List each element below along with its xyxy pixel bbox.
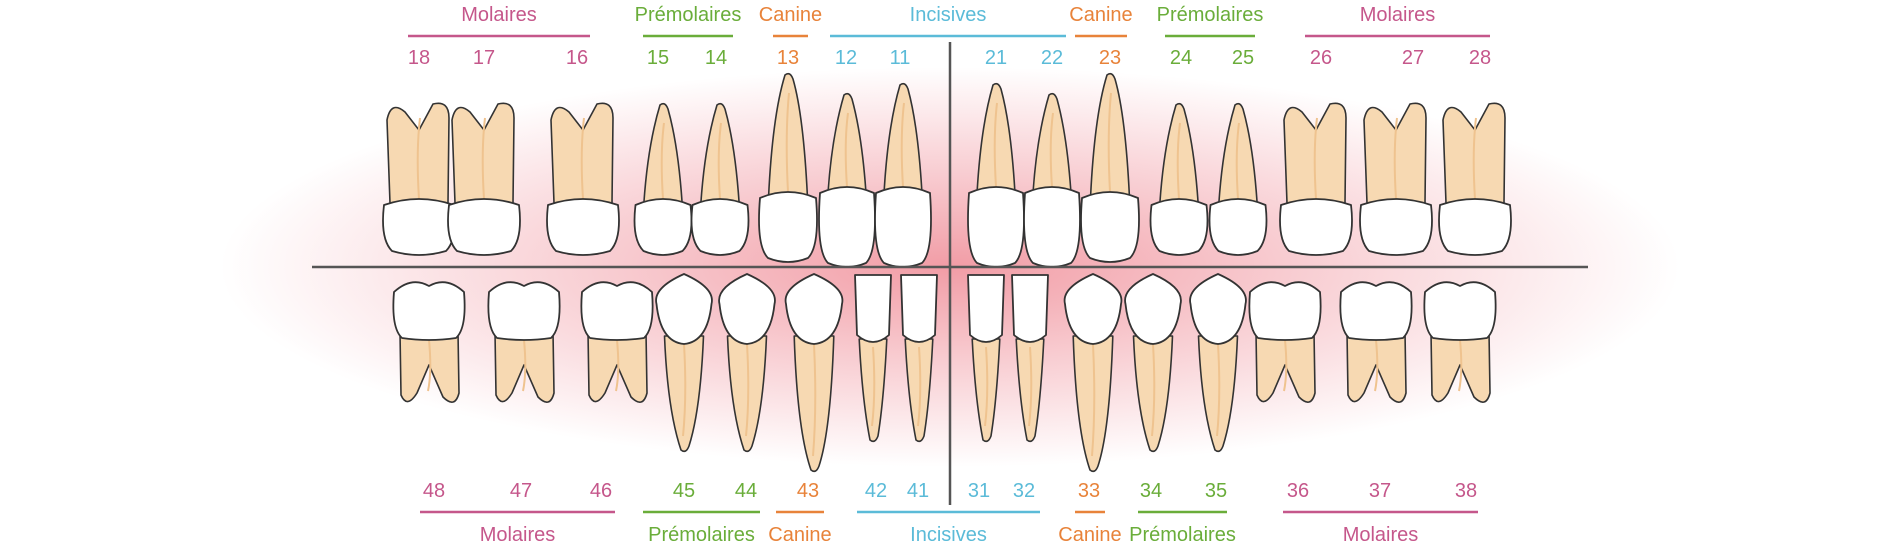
upper-tooth xyxy=(1208,102,1268,256)
upper-tooth xyxy=(967,82,1025,268)
lower-tooth-number: 37 xyxy=(1369,480,1391,502)
lower-group-label: Canine xyxy=(1058,524,1121,546)
lower-tooth-number: 48 xyxy=(423,480,445,502)
lower-tooth-number: 38 xyxy=(1455,480,1477,502)
upper-tooth-number: 22 xyxy=(1041,47,1063,69)
upper-tooth xyxy=(1279,102,1353,256)
lower-tooth-number: 33 xyxy=(1078,480,1100,502)
upper-tooth-number: 12 xyxy=(835,47,857,69)
upper-tooth xyxy=(758,72,818,263)
lower-tooth xyxy=(718,273,776,453)
lower-tooth xyxy=(967,274,1005,443)
upper-tooth-number: 11 xyxy=(890,47,911,69)
upper-tooth-number: 28 xyxy=(1469,47,1491,69)
upper-tooth-number: 14 xyxy=(705,47,727,69)
upper-tooth-number: 15 xyxy=(647,47,669,69)
upper-tooth-number: 26 xyxy=(1310,47,1332,69)
upper-group-label: Canine xyxy=(759,4,822,26)
upper-tooth xyxy=(1080,72,1140,263)
lower-tooth xyxy=(854,274,892,443)
upper-tooth-number: 27 xyxy=(1402,47,1424,69)
lower-tooth xyxy=(784,273,844,473)
lower-tooth-number: 31 xyxy=(968,480,990,502)
lower-group-label: Canine xyxy=(768,524,831,546)
lower-tooth xyxy=(1248,281,1322,403)
lower-tooth-number: 35 xyxy=(1205,480,1227,502)
upper-tooth-number: 17 xyxy=(473,47,495,69)
upper-tooth xyxy=(546,102,620,256)
lower-tooth xyxy=(1423,281,1497,403)
lower-tooth-number: 46 xyxy=(590,480,612,502)
lower-tooth xyxy=(1339,281,1413,403)
upper-tooth-number: 24 xyxy=(1170,47,1192,69)
lower-group-label: Molaires xyxy=(1343,524,1419,546)
upper-tooth xyxy=(633,102,693,256)
upper-tooth xyxy=(1149,102,1209,256)
upper-tooth-number: 23 xyxy=(1099,47,1121,69)
lower-tooth xyxy=(392,281,466,403)
upper-group-label: Prémolaires xyxy=(635,4,742,26)
upper-group-label: Incisives xyxy=(910,4,987,26)
lower-tooth xyxy=(1063,273,1123,473)
upper-tooth xyxy=(447,102,521,256)
lower-tooth-number: 43 xyxy=(797,480,819,502)
lower-tooth xyxy=(580,281,654,403)
lower-group-label: Prémolaires xyxy=(1129,524,1236,546)
upper-group-label: Molaires xyxy=(461,4,537,26)
upper-tooth xyxy=(874,82,932,268)
upper-tooth-number: 25 xyxy=(1232,47,1254,69)
lower-tooth-number: 44 xyxy=(735,480,757,502)
lower-tooth-number: 41 xyxy=(907,480,929,502)
lower-group-label: Incisives xyxy=(910,524,987,546)
upper-tooth-number: 16 xyxy=(566,47,588,69)
upper-group-label: Molaires xyxy=(1360,4,1436,26)
upper-tooth xyxy=(1023,92,1081,268)
upper-group-label: Prémolaires xyxy=(1157,4,1264,26)
upper-tooth-number: 21 xyxy=(985,47,1007,69)
upper-tooth-number: 13 xyxy=(777,47,799,69)
lower-tooth xyxy=(487,281,561,403)
upper-tooth-number: 18 xyxy=(408,47,430,69)
lower-tooth xyxy=(1011,274,1049,443)
upper-tooth xyxy=(690,102,750,256)
lower-tooth-number: 34 xyxy=(1140,480,1162,502)
lower-tooth xyxy=(1189,273,1247,453)
lower-tooth-number: 32 xyxy=(1013,480,1035,502)
upper-tooth xyxy=(818,92,876,268)
lower-tooth-number: 47 xyxy=(510,480,532,502)
lower-tooth-number: 42 xyxy=(865,480,887,502)
upper-tooth xyxy=(382,102,456,256)
lower-group-label: Prémolaires xyxy=(648,524,755,546)
upper-group-label: Canine xyxy=(1069,4,1132,26)
lower-tooth xyxy=(900,274,938,443)
lower-tooth xyxy=(1124,273,1182,453)
upper-tooth xyxy=(1359,102,1433,256)
lower-group-label: Molaires xyxy=(480,524,556,546)
lower-tooth-number: 36 xyxy=(1287,480,1309,502)
lower-tooth xyxy=(655,273,713,453)
upper-tooth xyxy=(1438,102,1512,256)
lower-tooth-number: 45 xyxy=(673,480,695,502)
